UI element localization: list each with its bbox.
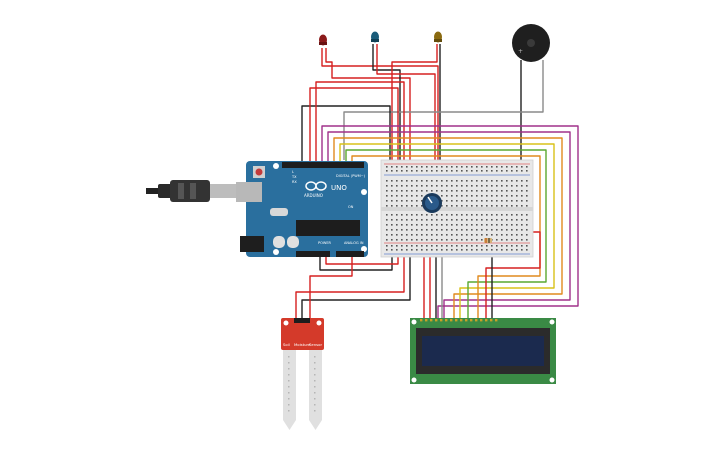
arduino-logo <box>305 181 327 191</box>
soil-moisture-sensor[interactable]: Soil Moisture Sensor <box>281 318 324 430</box>
wire-d-red-2 <box>315 81 405 162</box>
lcd-16x2-display[interactable] <box>410 318 556 384</box>
wire-d-orange-2 <box>351 155 541 318</box>
wire-led-blue <box>372 44 401 160</box>
arduino-tx-label: TX <box>291 175 297 179</box>
sensor-label-right: Sensor <box>309 342 322 347</box>
wire-sensor-signal <box>309 256 353 318</box>
wire-led-red-2 <box>325 48 411 160</box>
led-yellow[interactable] <box>434 31 442 43</box>
digital-header <box>282 162 364 168</box>
wire-d-black-1 <box>301 105 391 162</box>
wire-led-red <box>321 48 439 160</box>
arduino-model-text: UNO <box>331 184 347 192</box>
wire-sensor-red <box>295 250 405 318</box>
arduino-rx-label: RX <box>292 180 297 184</box>
wire-sensor-black <box>301 250 411 318</box>
sensor-probe-right <box>309 350 322 430</box>
led-red[interactable] <box>319 34 327 46</box>
wire-d-yellow <box>339 143 555 318</box>
usb-cable-icon <box>146 180 238 202</box>
probe-marks <box>288 356 316 412</box>
wire-power-black <box>319 250 393 271</box>
wire-d-green <box>345 149 547 318</box>
sensor-label-mid: Moisture <box>294 342 311 347</box>
power-jack <box>240 236 264 252</box>
arduino-l-label: L <box>292 170 294 174</box>
arduino-digital-label: DIGITAL (PWM~) <box>336 174 366 178</box>
led-blue[interactable] <box>371 31 379 43</box>
resistor <box>484 238 492 243</box>
analog-header <box>336 251 364 257</box>
buzzer-icon[interactable]: + <box>512 24 550 62</box>
wire-d-red-1 <box>309 87 399 162</box>
arduino-on-label: ON <box>348 205 354 209</box>
lcd-pins <box>420 319 498 322</box>
breadboard[interactable] <box>380 159 534 258</box>
sensor-label-left: Soil <box>283 342 290 347</box>
svg-text:+: + <box>518 48 523 55</box>
potentiometer-icon[interactable] <box>422 193 442 213</box>
wire-buzzer-2 <box>343 60 544 160</box>
wire-led-yellow <box>391 44 438 160</box>
wire-led-blue-2 <box>376 44 436 160</box>
arduino-analog-label: ANALOG IN <box>344 241 364 245</box>
wire-d-orange <box>333 137 563 318</box>
breadboard-holes <box>386 166 528 251</box>
sensor-probe-left <box>283 350 296 430</box>
arduino-brand-text: ARDUINO <box>304 193 323 198</box>
microcontroller-chip <box>296 220 360 236</box>
wire-d-purple <box>321 125 579 318</box>
lcd-screen <box>422 336 544 366</box>
power-header <box>296 251 330 257</box>
usb-port <box>236 182 262 202</box>
arduino-uno-board[interactable]: ARDUINO UNO DIGITAL (PWM~) POWER ANALOG … <box>236 161 368 257</box>
wire-d-purple-2 <box>327 131 571 318</box>
arduino-power-label: POWER <box>318 241 332 245</box>
